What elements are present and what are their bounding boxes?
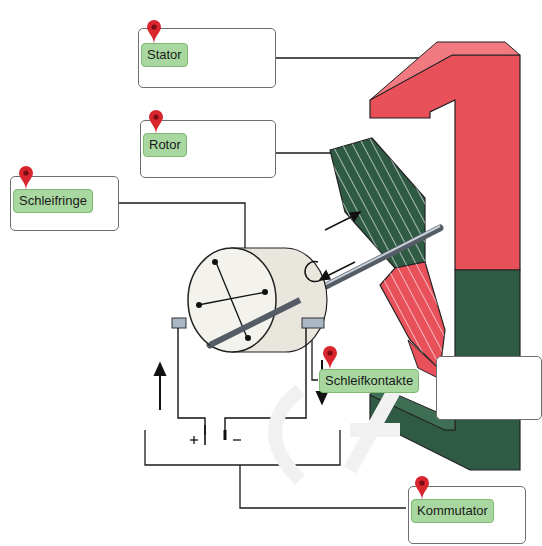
part-label: Schleifringe <box>13 189 93 213</box>
map-pin <box>145 19 163 45</box>
rotor-upper <box>330 138 425 268</box>
shaft-front <box>210 300 300 345</box>
part-label: Schleifkontakte <box>319 369 419 393</box>
battery-symbol <box>190 425 241 445</box>
brush <box>172 318 186 328</box>
current-arrows <box>155 360 327 410</box>
label-box: Stator <box>138 28 276 88</box>
watermark <box>275 380 400 480</box>
commutator-gap <box>198 292 266 305</box>
label-box: Schleifringe <box>10 176 119 231</box>
map-pin <box>413 475 431 501</box>
stator-top-face <box>370 42 520 100</box>
brush <box>302 318 324 328</box>
label-box: Schleifkontakte <box>436 356 542 420</box>
map-pin <box>17 165 35 191</box>
rotor-winding <box>330 138 425 268</box>
map-pin <box>321 345 339 371</box>
part-label: Kommutator <box>411 499 494 523</box>
circuit-wires <box>178 328 306 435</box>
label-box: Rotor <box>140 120 276 178</box>
part-label: Stator <box>141 43 188 67</box>
rotation-arrows <box>305 212 360 282</box>
map-pin <box>147 109 165 135</box>
part-label: Rotor <box>143 133 187 157</box>
label-box: Kommutator <box>408 486 526 544</box>
